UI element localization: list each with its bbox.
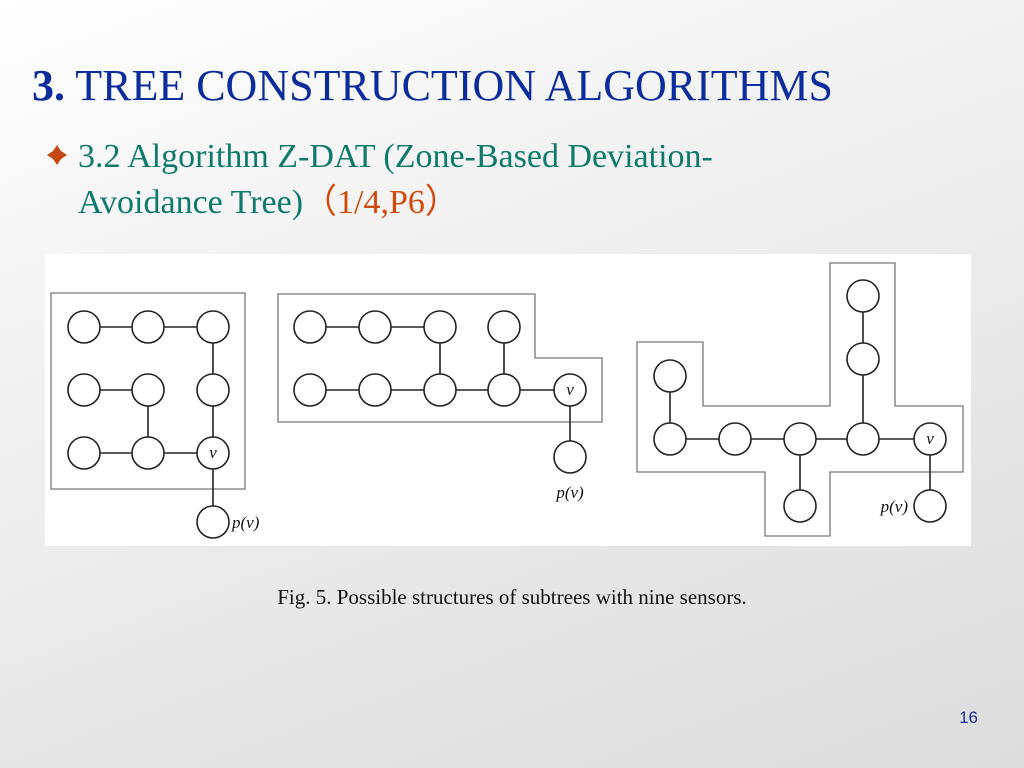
sensor-node — [293, 310, 327, 344]
sensor-node — [846, 279, 880, 313]
slide-title: 3. TREE CONSTRUCTION ALGORITHMS — [32, 61, 834, 110]
parent-label: p(v) — [555, 483, 584, 502]
figure-panel: v p(v) v p(v) v p(v) — [45, 254, 971, 546]
title-text: TREE CONSTRUCTION ALGORITHMS — [75, 61, 834, 110]
subtree-diagram: v p(v) v p(v) v p(v) — [50, 262, 964, 539]
sensor-node — [293, 373, 327, 407]
sensor-node — [196, 310, 230, 344]
section-subtitle: 3.2 Algorithm Z-DAT (Zone-Based Deviatio… — [78, 134, 978, 226]
node-v — [196, 436, 230, 470]
sensor-node — [423, 310, 457, 344]
node-label-v: v — [209, 443, 217, 462]
subtitle-reference: （1/4,P6） — [303, 184, 459, 221]
page-number: 16 — [959, 708, 978, 727]
node-parent — [196, 505, 230, 539]
sensor-node — [423, 373, 457, 407]
sensor-node — [783, 422, 817, 456]
zone-square — [50, 292, 246, 490]
sensor-node — [718, 422, 752, 456]
sensor-node — [196, 373, 230, 407]
node-v — [913, 422, 947, 456]
parent-label: p(v) — [231, 513, 260, 532]
node-label-v: v — [566, 380, 574, 399]
sensor-node — [783, 489, 817, 523]
node-parent — [553, 440, 587, 474]
diamond-bullet-icon — [46, 144, 68, 166]
node-v — [553, 373, 587, 407]
sensor-node — [358, 310, 392, 344]
sensor-node — [653, 359, 687, 393]
figure-caption: Fig. 5. Possible structures of subtrees … — [277, 585, 747, 609]
sensor-node — [131, 373, 165, 407]
sensor-node — [487, 310, 521, 344]
node-label-v: v — [926, 429, 934, 448]
sensor-node — [131, 436, 165, 470]
sensor-node — [846, 342, 880, 376]
sensor-node — [67, 373, 101, 407]
subtitle-line-2: Avoidance Tree)（1/4,P6） — [78, 180, 978, 226]
sensor-node — [487, 373, 521, 407]
subtitle-line-1: 3.2 Algorithm Z-DAT (Zone-Based Deviatio… — [78, 138, 713, 175]
sensor-node — [653, 422, 687, 456]
sensor-node — [67, 436, 101, 470]
zone-cross-shape — [636, 262, 964, 537]
sensor-node — [358, 373, 392, 407]
subtitle-line-2-text: Avoidance Tree) — [78, 184, 304, 221]
title-number: 3. — [32, 61, 65, 110]
sensor-node — [131, 310, 165, 344]
zone-l-shape — [277, 293, 603, 423]
sensor-node — [67, 310, 101, 344]
sensor-node — [846, 422, 880, 456]
parent-label: p(v) — [880, 497, 909, 516]
node-parent — [913, 489, 947, 523]
